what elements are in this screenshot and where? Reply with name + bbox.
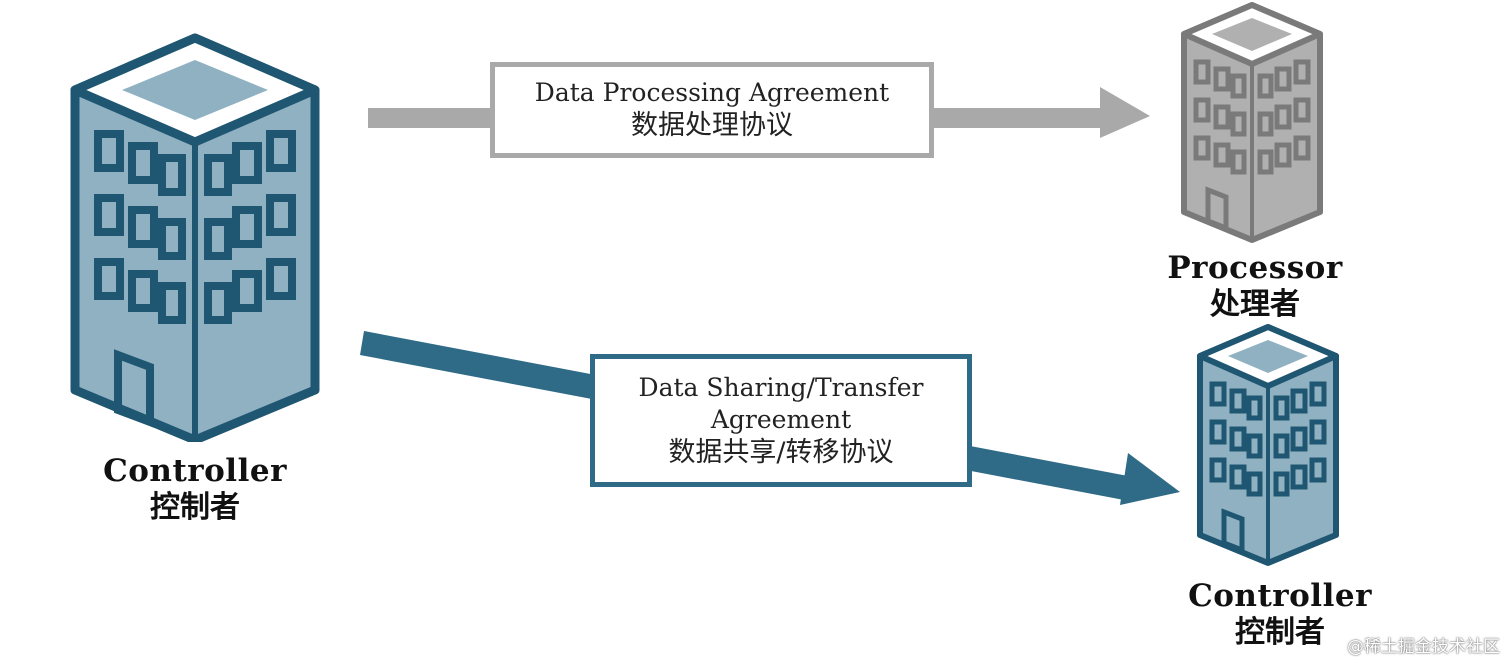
processing-agreement-box: Data Processing Agreement 数据处理协议 [490,62,934,158]
processor-zh: 处理者 [1210,287,1300,322]
controller-right-en: Controller [1188,578,1372,614]
sharing-agreement-box: Data Sharing/Transfer Agreement 数据共享/转移协… [590,354,972,487]
office-building-icon [70,33,320,442]
controller-left-en: Controller [103,453,287,489]
controller-right-zh: 控制者 [1235,615,1325,650]
controller-left-zh: 控制者 [150,490,240,525]
office-building-icon [1197,324,1339,566]
office-building-icon [1181,2,1323,243]
processing-agreement-zh: 数据处理协议 [631,110,793,141]
processor-en: Processor [1167,250,1343,286]
sharing-agreement-en-line1: Data Sharing/Transfer [638,372,924,402]
sharing-agreement-zh: 数据共享/转移协议 [668,436,894,468]
controller-left-label: Controller 控制者 [80,453,310,527]
processing-agreement-en: Data Processing Agreement [534,78,890,107]
watermark: @稀土掘金技术社区 [1347,637,1500,657]
processor-label: Processor 处理者 [1140,250,1370,324]
sharing-agreement-en-line2: Agreement [710,404,852,434]
controller-right-label: Controller 控制者 [1165,578,1395,652]
